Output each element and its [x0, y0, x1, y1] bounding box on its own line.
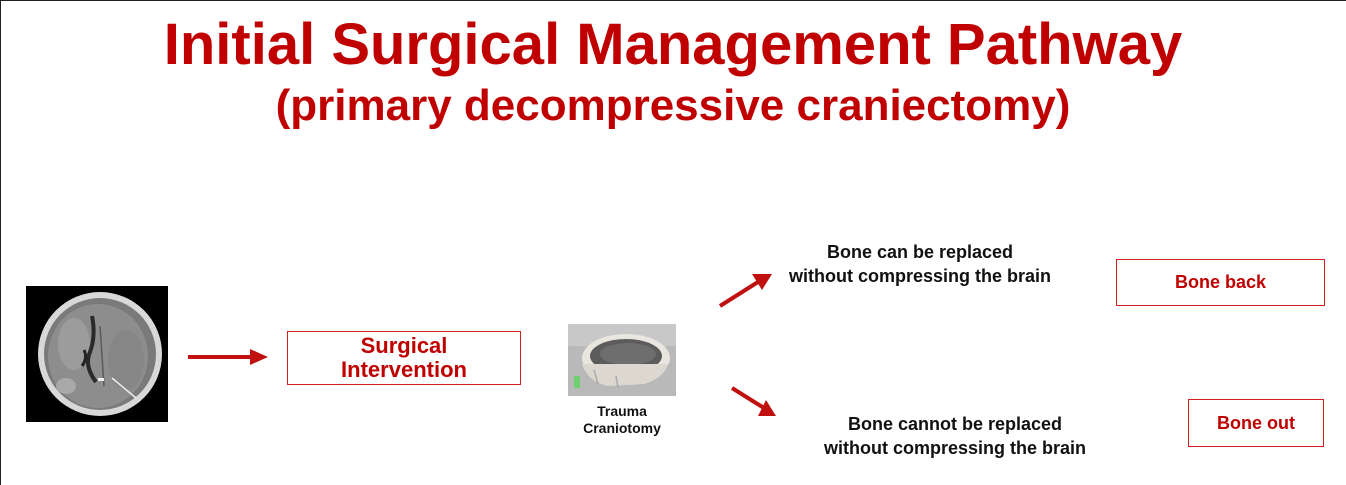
bone-back-label: Bone back: [1175, 272, 1266, 293]
branch-bone-can-be-replaced: Bone can be replaced without compressing…: [765, 240, 1075, 288]
branch-bone-cannot-be-replaced: Bone cannot be replaced without compress…: [790, 412, 1120, 460]
bone-out-box: Bone out: [1188, 399, 1324, 447]
branch-top-line2: without compressing the brain: [765, 264, 1075, 288]
ct-scan-brain-image: [26, 286, 168, 422]
craniotomy-caption: Trauma Craniotomy: [562, 403, 682, 437]
branch-bottom-line1: Bone cannot be replaced: [790, 412, 1120, 436]
bone-back-box: Bone back: [1116, 259, 1325, 306]
arrow-down-right-icon: [728, 384, 778, 420]
surgical-intervention-box: Surgical Intervention: [287, 331, 521, 385]
frame-top-border: [0, 0, 1346, 1]
craniotomy-line1: Trauma: [562, 403, 682, 420]
bone-out-label: Bone out: [1217, 413, 1295, 434]
slide-subtitle: (primary decompressive craniectomy): [0, 80, 1346, 132]
ct-scan-drawing: [26, 286, 168, 422]
surgical-line2: Intervention: [341, 358, 467, 382]
skull-model-image: [568, 324, 676, 396]
arrow-right-icon: [186, 345, 270, 369]
skull-drawing: [568, 324, 676, 396]
slide-title: Initial Surgical Management Pathway: [0, 12, 1346, 78]
surgical-line1: Surgical: [361, 334, 448, 358]
branch-top-line1: Bone can be replaced: [765, 240, 1075, 264]
branch-bottom-line2: without compressing the brain: [790, 436, 1120, 460]
craniotomy-line2: Craniotomy: [562, 420, 682, 437]
